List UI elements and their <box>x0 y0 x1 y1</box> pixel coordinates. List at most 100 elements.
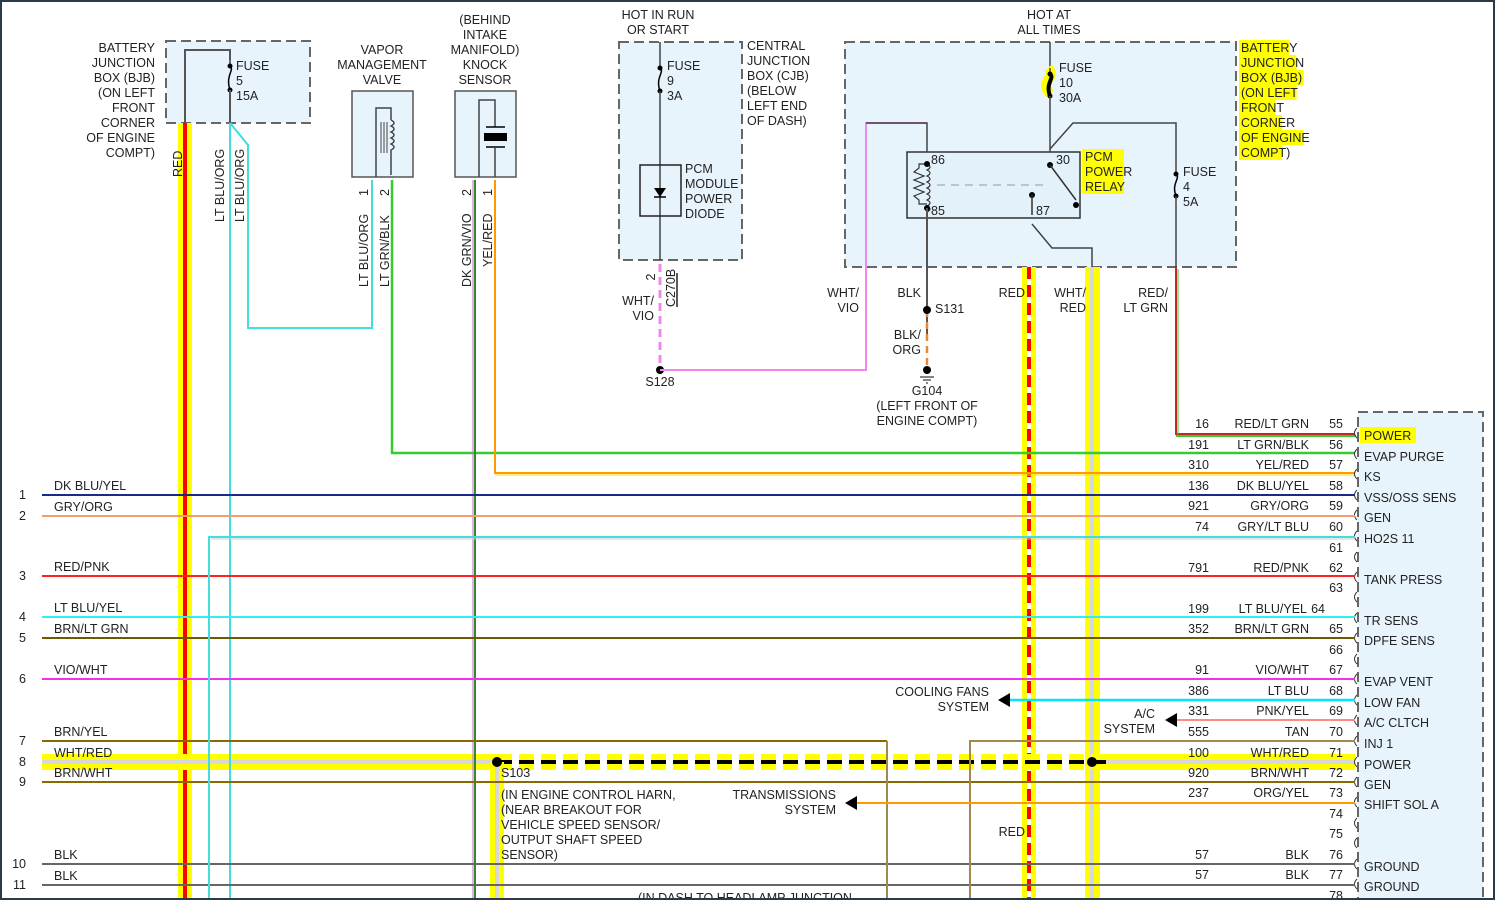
cjb-label: OF DASH) <box>747 114 807 128</box>
bjb-left-label: BOX (BJB) <box>94 71 155 85</box>
cooling-fans-label: SYSTEM <box>938 700 989 714</box>
bjb-left-label: OF ENGINE <box>86 131 155 145</box>
relay-resistor-icon <box>912 163 927 205</box>
pcm-pin-number: 66 <box>1329 643 1343 657</box>
pin-connector-icon <box>1354 551 1358 563</box>
wht-red-label: WHT/ <box>1054 286 1086 300</box>
pcm-pin-function: TANK PRESS <box>1364 573 1442 587</box>
bjb-internal <box>184 49 231 123</box>
ac-arrow-icon <box>1165 713 1177 727</box>
pcm-pin-number: 61 <box>1329 541 1343 555</box>
s103-dot-right <box>1087 757 1097 767</box>
pcm-circuit-number: 555 <box>1188 725 1209 739</box>
pcm-circuit-number: 16 <box>1195 417 1209 431</box>
pcm-wire-color: WHT/RED <box>1251 746 1309 760</box>
splice-dot <box>924 161 930 167</box>
bjb-right-highlight <box>1239 40 1290 55</box>
cooling-fans-label: COOLING FANS <box>895 685 989 699</box>
pcm-pin-number: 56 <box>1329 438 1343 452</box>
bjb-left-label: FRONT <box>112 101 155 115</box>
pin-connector-icon <box>1354 756 1358 768</box>
bjb-left-label: COMPT) <box>106 146 155 160</box>
power-highlight <box>1360 427 1416 443</box>
relay-highlight <box>1082 164 1124 179</box>
pcm-circuit-number: 191 <box>1188 438 1209 452</box>
relay-label: POWER <box>1085 165 1132 179</box>
pcm-pin-function: DPFE SENS <box>1364 634 1435 648</box>
s103-note: (IN ENGINE CONTROL HARN, <box>501 788 676 802</box>
s131-label: S131 <box>935 302 964 316</box>
relay-label: RELAY <box>1085 180 1126 194</box>
pcm-wire-color: BLK <box>1285 868 1309 882</box>
pcm-pin-number: 73 <box>1329 786 1343 800</box>
left-wire-label: BRN/WHT <box>54 766 113 780</box>
ks-crystal-icon <box>484 133 507 141</box>
bjb-right-label: FRONT <box>1241 101 1284 115</box>
pcm-pin-function: SHIFT SOL A <box>1364 798 1440 812</box>
wht-red-label: RED <box>1060 301 1086 315</box>
left-wire-number: 8 <box>19 755 26 769</box>
pcm-circuit-number: 331 <box>1188 704 1209 718</box>
pcm-pin-number: 76 <box>1329 848 1343 862</box>
ks-pin: 1 <box>481 189 495 196</box>
left-wire-label: BLK <box>54 848 78 862</box>
red-lt-grn-stripe-h <box>1176 435 1356 437</box>
s103-label: S103 <box>501 766 530 780</box>
pin-connector-icon <box>1354 653 1358 665</box>
red-lower-label: RED <box>999 825 1025 839</box>
transmissions-label: SYSTEM <box>785 803 836 817</box>
bjb-left-label: (ON LEFT <box>98 86 155 100</box>
pcm-wire-color: GRY/ORG <box>1250 499 1309 513</box>
wht-vio-label-b: WHT/ <box>827 286 859 300</box>
fuse5-label: 15A <box>236 89 259 103</box>
relay-pin: 30 <box>1056 153 1070 167</box>
diode-label: DIODE <box>685 207 725 221</box>
s103-note: SENSOR) <box>501 848 558 862</box>
pcm-wire-color: RED/PNK <box>1253 561 1309 575</box>
ac-system-label: SYSTEM <box>1104 722 1155 736</box>
cjb-label: LEFT END <box>747 99 807 113</box>
cjb-label: CENTRAL <box>747 39 805 53</box>
pcm-circuit-number: 100 <box>1188 746 1209 760</box>
pin-connector-icon <box>1354 817 1358 829</box>
knock-sensor-label: MANIFOLD) <box>451 43 520 57</box>
fuse9-icon <box>657 67 663 92</box>
pcm-pin-number: 64 <box>1311 602 1325 616</box>
pcm-wire-color: PNK/YEL <box>1256 704 1309 718</box>
left-wire-number: 9 <box>19 775 26 789</box>
pcm-circuit-number: 136 <box>1188 479 1209 493</box>
vmv-pin: 1 <box>357 189 371 196</box>
bjb-left-label: CORNER <box>101 116 155 130</box>
pcm-circuit-number: 352 <box>1188 622 1209 636</box>
pcm-wire-color: GRY/LT BLU <box>1237 520 1309 534</box>
left-wire-label: BRN/LT GRN <box>54 622 129 636</box>
trans-arrow-icon <box>845 796 857 810</box>
pcm-pin-function: GEN <box>1364 778 1391 792</box>
fuse4-label: 5A <box>1183 195 1199 209</box>
left-wire-label: RED/PNK <box>54 560 110 574</box>
pcm-circuit-number: 386 <box>1188 684 1209 698</box>
diode-label: POWER <box>685 192 732 206</box>
cjb-pin: 2 <box>644 273 658 280</box>
relay-highlight <box>1082 149 1124 164</box>
pcm-pin-number: 75 <box>1329 827 1343 841</box>
yel-red-wire <box>494 180 1355 474</box>
bjb-right-highlight <box>1239 85 1297 100</box>
left-wire-number: 3 <box>19 569 26 583</box>
pcm-pin-function: A/C CLTCH <box>1364 716 1429 730</box>
pin-connector-icon <box>1354 427 1358 439</box>
s128-label: S128 <box>645 375 674 389</box>
pcm-wire-color: ORG/YEL <box>1253 786 1309 800</box>
pcm-pin-number: 77 <box>1329 868 1343 882</box>
left-wire-number: 2 <box>19 509 26 523</box>
diode-label: PCM <box>685 162 713 176</box>
left-wire-label: GRY/ORG <box>54 500 113 514</box>
vapor-valve-label: VALVE <box>363 73 401 87</box>
pcm-pin-number: 65 <box>1329 622 1343 636</box>
lt-blu-org-label: LT BLU/ORG <box>213 149 227 222</box>
blk-label: BLK <box>897 286 921 300</box>
left-wire-number: 7 <box>19 734 26 748</box>
pcm-pin-function: GEN <box>1364 511 1391 525</box>
s131-dot <box>923 306 931 314</box>
pcm-circuit-number: 920 <box>1188 766 1209 780</box>
